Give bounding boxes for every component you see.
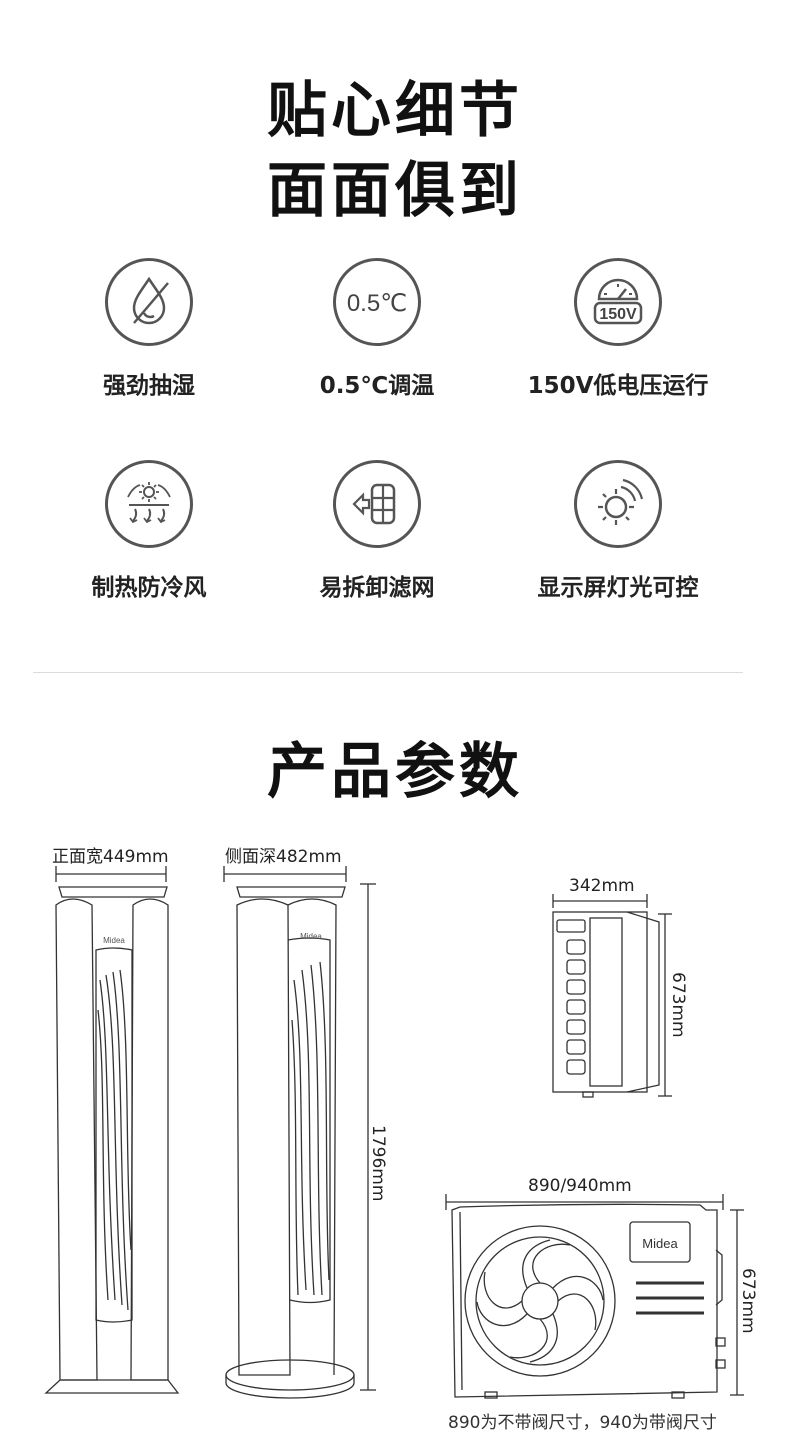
page-title-line2: 面面俱到 xyxy=(267,156,523,226)
feature-label: 显示屏灯光可控 xyxy=(537,575,699,601)
page-title-line1: 贴心细节 xyxy=(267,76,523,146)
removable-filter-icon xyxy=(333,460,421,548)
outdoor-unit-front-drawing xyxy=(451,1203,726,1399)
feature-filter: 易拆卸滤网 xyxy=(257,460,497,602)
indoor-unit-side-drawing xyxy=(225,886,355,1399)
outdoor-side-height-label: 673mm xyxy=(668,972,688,1038)
footnote: 890为不带阀尺寸，940为带阀尺寸 xyxy=(448,1413,717,1433)
display-light-icon xyxy=(574,460,662,548)
heating-anti-cold-wind-icon xyxy=(105,460,193,548)
feature-label: 0.5℃调温 xyxy=(319,373,435,399)
feature-display-light: 显示屏灯光可控 xyxy=(498,460,738,602)
feature-label: 150V低电压运行 xyxy=(527,373,709,399)
indoor-side-depth-label: 侧面深482mm xyxy=(225,847,342,867)
outdoor-front-height-label: 673mm xyxy=(738,1268,758,1334)
outdoor-width-label: 890/940mm xyxy=(528,1176,632,1196)
brand-logo-indoor-side: Midea xyxy=(300,932,322,941)
feature-heating: 制热防冷风 xyxy=(29,460,269,602)
indoor-front-width-label: 正面宽449mm xyxy=(52,847,169,867)
brand-logo-indoor-front: Midea xyxy=(103,936,125,945)
indoor-unit-front-drawing xyxy=(44,886,180,1394)
dehumidify-drop-icon xyxy=(105,258,193,346)
temperature-0.5c-icon: 0.5℃ xyxy=(333,258,421,346)
brand-logo-outdoor: Midea xyxy=(642,1236,678,1251)
feature-label: 易拆卸滤网 xyxy=(319,575,435,601)
feature-label: 制热防冷风 xyxy=(91,575,207,601)
feature-temperature: 0.5℃ 0.5℃调温 xyxy=(257,258,497,400)
icon-text: 0.5℃ xyxy=(347,290,407,317)
params-title: 产品参数 xyxy=(267,737,523,807)
outdoor-side-depth-label: 342mm xyxy=(569,876,635,896)
outdoor-unit-side-drawing xyxy=(552,911,660,1098)
feature-low-voltage: 150V 150V低电压运行 xyxy=(498,258,738,400)
icon-text: 150V xyxy=(599,306,637,323)
indoor-height-label: 1796mm xyxy=(368,1125,388,1202)
feature-label: 强劲抽湿 xyxy=(103,373,195,399)
section-divider xyxy=(33,672,743,673)
low-voltage-gauge-icon: 150V xyxy=(574,258,662,346)
feature-dehumidify: 强劲抽湿 xyxy=(29,258,269,400)
